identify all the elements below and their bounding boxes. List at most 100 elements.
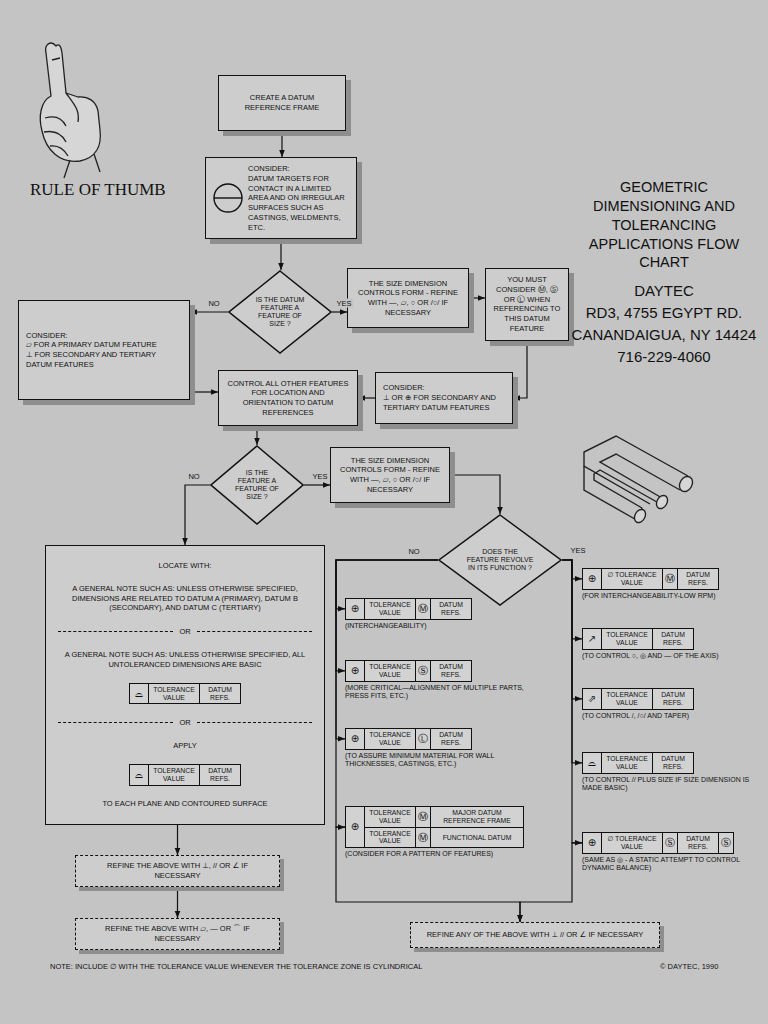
frame-cell: TOLERANCE VALUE: [365, 828, 415, 848]
datum-target-box: CONSIDER:DATUM TARGETS FOR CONTACT IN A …: [205, 157, 357, 239]
chart-title: GEOMETRIC DIMENSIONING AND TOLERANCING A…: [566, 178, 762, 272]
box-heading: CONSIDER:: [383, 383, 505, 393]
frame-symbol: ⊕: [346, 807, 364, 847]
feature-control-frame: ⊕TOLERANCE VALUEⓂDATUM REFS.(INTERCHANGE…: [345, 598, 472, 620]
frame-cell: DATUM REFS.: [653, 629, 693, 649]
frame-symbol: Ⓢ: [416, 661, 430, 681]
start-box: CREATE A DATUM REFERENCE FRAME: [218, 75, 346, 131]
phone-number: 716-229-4060: [566, 348, 762, 365]
diamond-shape: [229, 271, 331, 353]
address-line: CANANDAIGUA, NY 14424: [566, 326, 762, 343]
decision-diamond: IS THE DATUM FEATURE A FEATURE OF SIZE ?: [228, 270, 332, 354]
frame-caption: (SAME AS ◎ - A STATIC ATTEMPT TO CONTROL…: [582, 856, 758, 873]
locate-box: LOCATE WITH: A GENERAL NOTE SUCH AS: UNLE…: [45, 545, 325, 825]
box-text: OR: [58, 718, 312, 728]
frame-cell: DATUM REFS.: [653, 689, 693, 709]
branch-label: YES: [310, 472, 329, 481]
flow-connector: [185, 485, 210, 545]
box-text: CONTROL ALL OTHER FEATURES FOR LOCATION …: [226, 379, 350, 418]
diamond-text-area: IS THE DATUM FEATURE A FEATURE OF SIZE ?: [252, 284, 308, 339]
box-text: YOU MUST CONSIDER Ⓜ, Ⓢ OR Ⓛ WHEN REFEREN…: [493, 275, 561, 334]
feature-control-frame: ⊕TOLERANCE VALUEⓁDATUM REFS.(TO ASSURE M…: [345, 728, 472, 750]
feature-control-frame: ⌓TOLERANCE VALUEDATUM REFS.: [129, 764, 241, 786]
frame-cell: TOLERANCE VALUE: [602, 629, 652, 649]
frame-cell: FUNCTIONAL DATUM: [431, 828, 523, 848]
box-text: DATUM TARGETS FOR CONTACT IN A LIMITED A…: [248, 174, 349, 233]
box-text: APPLY: [173, 741, 197, 751]
box-text: ⊥ OR ⊕ FOR SECONDARY AND TERTIARY DATUM …: [383, 393, 505, 413]
frame-symbol: ⌓: [130, 684, 148, 704]
frame-symbol: Ⓜ: [416, 807, 430, 827]
branch-label: NO: [206, 299, 221, 308]
frame-caption: (TO CONTROL ○, ◎ AND — OF THE AXIS): [582, 652, 758, 660]
flow-connector: [450, 475, 500, 514]
frame-symbol: ⊕: [346, 661, 364, 681]
flow-connector: [177, 887, 178, 919]
frame-cell: DATUM REFS.: [678, 833, 718, 853]
feature-control-frame: ⌓TOLERANCE VALUEDATUM REFS.(TO CONTROL /…: [582, 752, 694, 774]
frame-cell: TOLERANCE VALUE: [602, 689, 652, 709]
box-text: ⊥ FOR SECONDARY AND TERTIARY DATUM FEATU…: [26, 350, 182, 370]
copyright: © DAYTEC, 1990: [660, 962, 760, 971]
frame-caption: (CONSIDER FOR A PATTERN OF FEATURES): [345, 850, 545, 858]
frame-symbol: ↗: [583, 629, 601, 649]
u-tube-figure: [584, 436, 695, 525]
frame-cell: TOLERANCE VALUE: [602, 753, 652, 773]
branch-label: NO: [406, 547, 421, 556]
consider-box: CONSIDER:⊥ OR ⊕ FOR SECONDARY AND TERTIA…: [375, 372, 513, 424]
frame-symbol: Ⓢ: [719, 833, 733, 853]
frame-symbol: Ⓜ: [416, 599, 430, 619]
frame-symbol: ⊕: [583, 569, 601, 589]
flow-connector: [520, 843, 582, 922]
frame-symbol: ⇗: [583, 689, 601, 709]
flow-connector: [280, 239, 281, 270]
footnote: NOTE: INCLUDE ∅ WITH THE TOLERANCE VALUE…: [50, 962, 470, 971]
rule-of-thumb-caption: RULE OF THUMB: [30, 180, 200, 200]
flow-connector: [332, 311, 347, 312]
company-name: DAYTEC: [566, 282, 762, 299]
datum-target-symbol: [212, 182, 244, 214]
refine-box: REFINE ANY OF THE ABOVE WITH ⊥ // OR ∠ I…: [410, 922, 660, 948]
process-box: YOU MUST CONSIDER Ⓜ, Ⓢ OR Ⓛ WHEN REFEREN…: [485, 268, 569, 341]
flow-connector: [336, 560, 438, 739]
box-text: IS THE DATUM FEATURE A FEATURE OF SIZE ?: [252, 296, 308, 328]
flow-connector: [256, 426, 257, 445]
branch-label: YES: [334, 299, 353, 308]
frame-symbol: ⌓: [583, 753, 601, 773]
flow-connector: [281, 131, 282, 157]
diamond-shape: [211, 446, 303, 524]
frame-symbol: ⊕: [583, 833, 601, 853]
box-text: DOES THE FEATURE REVOLVE IN ITS FUNCTION…: [467, 548, 534, 572]
feature-control-frame: ⊕TOLERANCE VALUEⓈDATUM REFS.(MORE CRITIC…: [345, 660, 472, 682]
diamond-text-area: DOES THE FEATURE REVOLVE IN ITS FUNCTION…: [467, 530, 534, 591]
frame-cell: ∅ TOLERANCE VALUE: [602, 569, 662, 589]
frame-caption: (TO ASSURE MINIMUM MATERIAL FOR WALL THI…: [345, 752, 535, 769]
process-box: THE SIZE DIMENSION CONTROLS FORM - REFIN…: [347, 268, 469, 328]
box-text: A GENERAL NOTE SUCH AS: UNLESS OTHERWISE…: [60, 584, 310, 613]
consider-box: CONSIDER:▱ FOR A PRIMARY DATUM FEATURE⊥ …: [18, 300, 190, 400]
decision-diamond: IS THE FEATURE A FEATURE OF SIZE ?: [210, 445, 304, 525]
frame-cell: MAJOR DATUM REFERENCE FRAME: [431, 807, 523, 827]
frame-cell: TOLERANCE VALUE: [365, 661, 415, 681]
frame-cell: DATUM REFS.: [200, 765, 240, 785]
flow-connector: [336, 560, 438, 671]
feature-control-frame: ⊕∅ TOLERANCE VALUEⓂDATUM REFS.(FOR INTER…: [582, 568, 719, 590]
box-text: IS THE FEATURE A FEATURE OF SIZE ?: [232, 469, 283, 501]
box-heading: LOCATE WITH:: [159, 561, 212, 571]
frame-caption: (INTERCHANGEABILITY): [345, 622, 535, 630]
frame-cell: ∅ TOLERANCE VALUE: [602, 833, 662, 853]
frame-cell: TOLERANCE VALUE: [365, 729, 415, 749]
frame-symbol: Ⓜ: [416, 828, 430, 848]
branch-label: YES: [568, 546, 587, 555]
feature-control-frame: ⌓TOLERANCE VALUEDATUM REFS.: [129, 683, 241, 705]
frame-cell: TOLERANCE VALUE: [149, 684, 199, 704]
box-text: REFINE ANY OF THE ABOVE WITH ⊥ // OR ∠ I…: [419, 930, 651, 940]
flow-connector: [190, 311, 228, 312]
frame-cell: DATUM REFS.: [431, 599, 471, 619]
feature-control-frame: ↗TOLERANCE VALUEDATUM REFS.(TO CONTROL ○…: [582, 628, 694, 650]
frame-cell: DATUM REFS.: [200, 684, 240, 704]
refine-box: REFINE THE ABOVE WITH ⊥, // OR ∠ IF NECE…: [75, 855, 280, 887]
box-text: ▱ FOR A PRIMARY DATUM FEATURE: [26, 340, 182, 350]
refine-box: REFINE THE ABOVE WITH ▱, — OR ⌒ IF NECES…: [75, 918, 280, 950]
